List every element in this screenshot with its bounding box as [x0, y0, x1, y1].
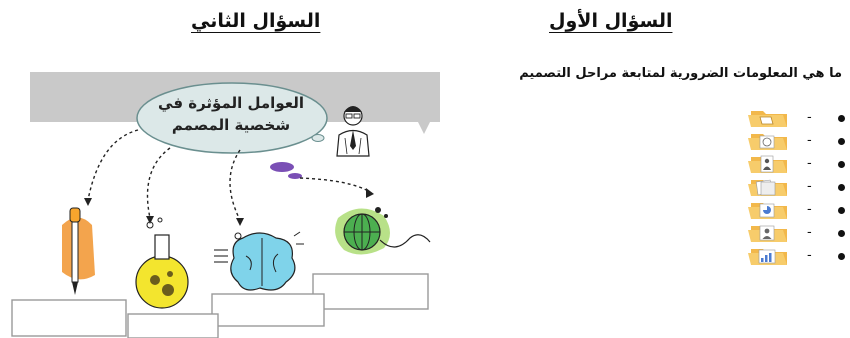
bullet-icon	[838, 138, 845, 145]
folder-person-icon	[748, 155, 787, 173]
thought-bubble	[136, 82, 328, 154]
flask-icon	[135, 217, 189, 309]
list-item: -	[745, 177, 845, 200]
answer-box[interactable]	[312, 273, 429, 310]
bullet-icon	[838, 253, 845, 260]
list-item: -	[745, 108, 845, 131]
list-item: -	[745, 131, 845, 154]
arrow-heads	[84, 188, 374, 226]
bullet-icon	[838, 115, 845, 122]
list-dash: -	[807, 202, 812, 217]
dashed-arrows	[87, 129, 371, 221]
brain-icon	[214, 231, 304, 291]
information-list: - - - -	[745, 108, 845, 269]
bullet-icon	[838, 184, 845, 191]
bubble-tail-dot	[270, 162, 294, 172]
folder-ruler-icon	[748, 111, 787, 127]
answer-box[interactable]	[11, 299, 127, 337]
list-dash: -	[807, 179, 812, 194]
folder-documents-icon	[748, 179, 787, 196]
designer-influences-illustration	[11, 72, 440, 338]
answer-box[interactable]	[127, 313, 219, 338]
list-item: -	[745, 246, 845, 269]
list-dash: -	[807, 225, 812, 240]
bullet-icon	[838, 230, 845, 237]
dropper-icon	[62, 207, 95, 295]
bubble-text: العوامل المؤثرة في شخصية المصمم	[158, 94, 304, 134]
list-dash: -	[807, 133, 812, 148]
question-one-prompt: ما هي المعلومات الضرورية لمتابعة مراحل ا…	[519, 66, 842, 81]
answer-box[interactable]	[211, 293, 325, 327]
list-item: -	[745, 223, 845, 246]
list-dash: -	[807, 110, 812, 125]
bullet-icon	[838, 161, 845, 168]
question-one-title: السؤال الأول	[549, 10, 673, 32]
globe-icon	[335, 207, 431, 255]
list-dash: -	[807, 248, 812, 263]
list-dash: -	[807, 156, 812, 171]
question-two-title: السؤال الثاني	[191, 10, 321, 32]
bubble-tail-small	[311, 134, 325, 142]
answer-boxes	[11, 273, 429, 338]
bullet-icon	[838, 207, 845, 214]
folder-clock-icon	[748, 134, 787, 150]
bubble-tail-dot	[288, 173, 302, 179]
folder-bar-chart-icon	[748, 249, 787, 265]
list-item: -	[745, 200, 845, 223]
folder-pie-chart-icon	[748, 203, 787, 219]
designer-icon	[336, 106, 370, 157]
folder-user-icon	[748, 225, 787, 242]
list-item: -	[745, 154, 845, 177]
